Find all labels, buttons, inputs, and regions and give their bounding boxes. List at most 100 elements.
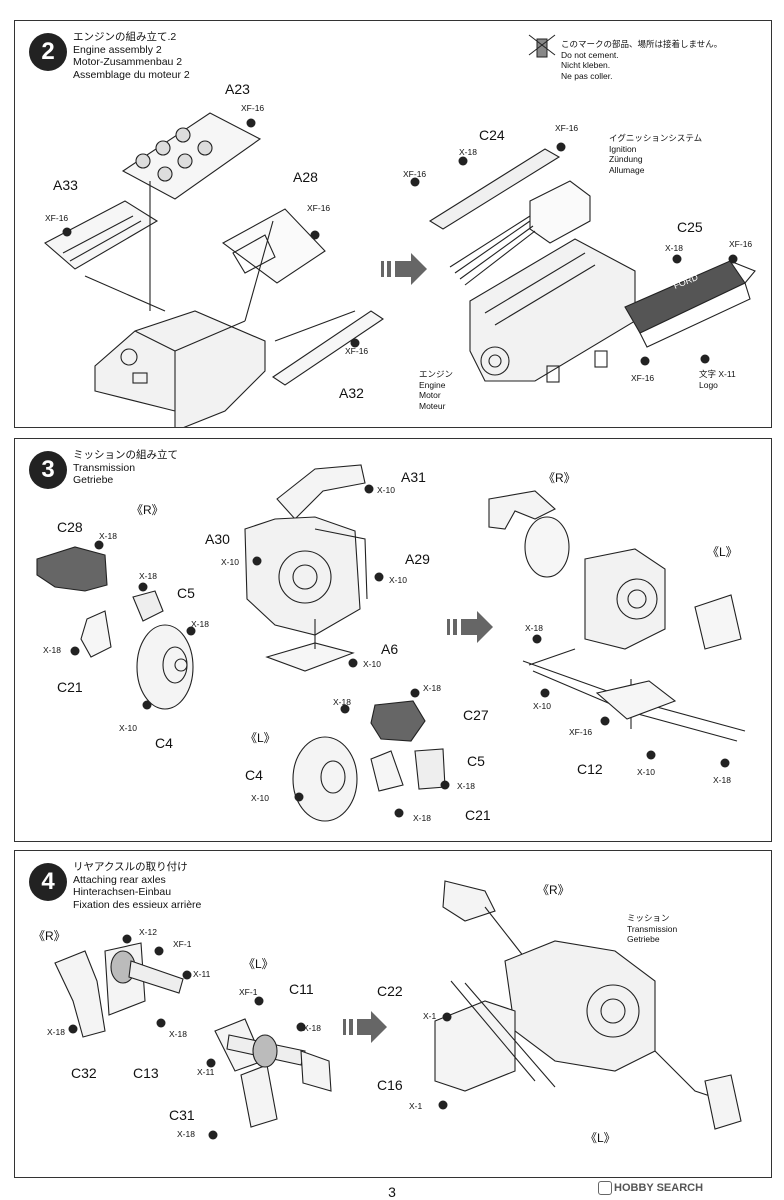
screw-xf1: XF-1 [239,987,258,997]
screw-x11: X-11 [197,1067,215,1077]
rear-axle-drawing [54,880,742,1140]
engine-assembly-drawing: FORD FORD [44,34,756,427]
part-a6: A6 [381,641,399,657]
screw-x18: X-18 [139,571,157,581]
part-c11: C11 [289,981,314,997]
screw-x18: X-18 [43,645,61,655]
screw-xf16: XF-16 [241,103,265,113]
screw-xf16: XF-16 [45,213,69,223]
left-side-label: 《L》 [707,545,738,559]
no-cement-icon [528,34,556,58]
part-a33: A33 [53,177,78,193]
screw-x18: X-18 [413,813,431,823]
title-en: Transmission [73,461,136,474]
part-c27: C27 [463,707,489,723]
screw-xf1: XF-1 [173,939,192,949]
screw-x18: X-18 [457,781,475,791]
title-fr: Assemblage du moteur 2 [73,68,190,81]
title-fr: Fixation des essieux arrière [73,898,202,911]
transmission-label: ミッション Transmission Getriebe [627,913,678,944]
screw-xf16: XF-16 [569,727,593,737]
screw-x18: X-18 [713,775,731,785]
watermark: HOBBY SEARCH [598,1181,703,1195]
title-de: Motor-Zusammenbau 2 [73,56,183,68]
title-de: Hinterachsen-Einbau [73,886,172,898]
part-c28: C28 [57,519,83,535]
step-number: 4 [29,863,67,901]
ignition-label: イグニッションシステム Ignition Zündung Allumage [609,133,703,175]
step-arrow [447,611,493,643]
part-c21: C21 [57,679,83,695]
logo-label: 文字 X-11 Logo [699,369,736,390]
part-c21-left: C21 [465,807,491,823]
screw-xf16: XF-16 [307,203,331,213]
part-c4: C4 [155,735,173,751]
screw-xf16: XF-16 [555,123,579,133]
screw-x10: X-10 [377,485,395,495]
right-side-label: 《R》 [543,471,576,485]
part-c32: C32 [71,1065,97,1081]
part-a28: A28 [293,169,318,185]
screw-x18: X-18 [303,1023,321,1033]
part-c22: C22 [377,983,403,999]
right-side-label: 《R》 [33,929,66,943]
part-a23: A23 [225,81,250,97]
screw-x10: X-10 [389,575,407,585]
screw-x10: X-10 [533,701,551,711]
part-a29: A29 [405,551,430,567]
screw-x18: X-18 [47,1027,65,1037]
step-title: ミッションの組み立て Transmission Getriebe [73,449,178,487]
screw-x10: X-10 [637,767,655,777]
part-a30: A30 [205,531,230,547]
screw-x11: X-11 [193,969,211,979]
part-c13: C13 [133,1065,159,1081]
part-c31: C31 [169,1107,195,1123]
screw-x18: X-18 [525,623,543,633]
step-number: 2 [29,33,67,71]
screw-xf16: XF-16 [403,169,427,179]
screw-x10: X-10 [221,557,239,567]
step-arrow [343,1011,387,1043]
step-title: エンジンの組み立て.2 Engine assembly 2 Motor-Zusa… [73,31,190,81]
part-c4-left: C4 [245,767,263,783]
engine-label: エンジン Engine Motor Moteur [419,369,454,411]
right-side-label: 《R》 [131,503,164,517]
part-a32: A32 [339,385,364,401]
title-de: Getriebe [73,474,114,486]
step-title: リヤアクスルの取り付け Attaching rear axles Hintera… [73,861,201,911]
left-side-label: 《L》 [245,731,276,745]
step-4-panel: 4 リヤアクスルの取り付け Attaching rear axles Hinte… [14,850,772,1178]
screw-x18: X-18 [423,683,441,693]
left-side-label: 《L》 [585,1131,616,1145]
screw-x18: X-18 [169,1029,187,1039]
transmission-assembly-drawing [36,464,746,822]
part-c24: C24 [479,127,505,143]
part-c25: C25 [677,219,703,235]
title-ja: エンジンの組み立て.2 [73,31,177,43]
screw-xf16: XF-16 [345,346,369,356]
screw-x18: X-18 [99,531,117,541]
hobby-search-logo-icon [598,1181,612,1195]
no-cement-note: このマークの部品、場所は接着しません。 Do not cement. Nicht… [561,39,723,81]
screw-x1: X-1 [409,1101,423,1111]
title-ja: ミッションの組み立て [73,449,178,461]
title-ja: リヤアクスルの取り付け [73,861,188,873]
part-c16: C16 [377,1077,403,1093]
page-number: 3 [388,1184,396,1200]
title-en: Attaching rear axles [73,873,166,886]
screw-x18: X-18 [177,1129,195,1139]
title-en: Engine assembly 2 [73,43,162,56]
part-c5-left: C5 [467,753,485,769]
screw-xf16: XF-16 [729,239,753,249]
part-a31: A31 [401,469,426,485]
right-side-label: 《R》 [537,883,570,897]
screw-x18: X-18 [665,243,683,253]
left-side-label: 《L》 [243,957,274,971]
screw-x18: X-18 [191,619,209,629]
screw-x1: X-1 [423,1011,437,1021]
screw-x10: X-10 [119,723,137,733]
screw-x10: X-10 [251,793,269,803]
screw-x18: X-18 [459,147,477,157]
screw-x12: X-12 [139,927,157,937]
screw-x10: X-10 [363,659,381,669]
